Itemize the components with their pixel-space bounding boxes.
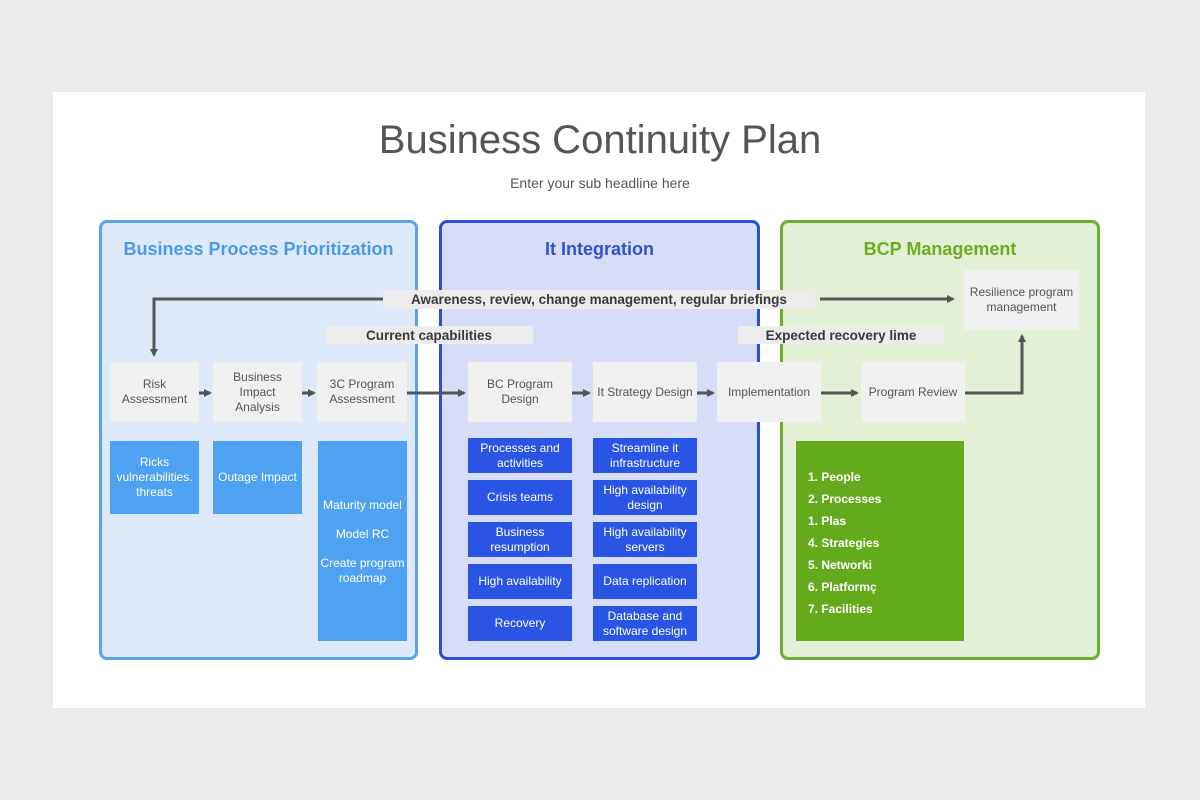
bc-item: Recovery — [468, 606, 572, 641]
page-subtitle: Enter your sub headline here — [510, 175, 690, 191]
step-3c-program-assessment: 3C Program Assessment — [317, 362, 407, 422]
maturity-box: Maturity model Model RC Create program r… — [318, 441, 407, 641]
bc-item: High availability — [468, 564, 572, 599]
arrow-to-risk — [150, 297, 383, 357]
risk-details-box: Ricks vulnerabilities. threats — [110, 441, 199, 514]
step-business-impact-analysis: Business Impact Analysis — [213, 362, 302, 422]
bcp-list: 1. People 2. Processes 1. Plas 4. Strate… — [808, 471, 964, 625]
bc-item: Processes and activities — [468, 438, 572, 473]
step-bc-program-design: BC Program Design — [468, 362, 572, 422]
bcp-list-item: 1. People — [808, 470, 861, 484]
bcp-list-box: 1. People 2. Processes 1. Plas 4. Strate… — [796, 441, 964, 641]
maturity-item: Create program roadmap — [320, 556, 405, 585]
maturity-item: Maturity model — [323, 498, 402, 512]
step-program-review: Program Review — [861, 362, 965, 422]
awareness-label: Awareness, review, change management, re… — [383, 290, 815, 309]
it-item: Streamline it infrastructure — [593, 438, 697, 473]
arrow-review-resilience — [965, 334, 1026, 395]
it-item: High availability design — [593, 480, 697, 515]
bc-item: Crisis teams — [468, 480, 572, 515]
page-title: Business Continuity Plan — [378, 118, 822, 162]
step-it-strategy-design: It Strategy Design — [593, 362, 697, 422]
step-implementation: Implementation — [717, 362, 821, 422]
step-resilience-management: Resilience program management — [964, 270, 1079, 330]
panel-title-business-process: Business Process Prioritization — [123, 239, 394, 259]
it-item: Database and software design — [593, 606, 697, 641]
bcp-list-item: 6. Platformç — [808, 580, 877, 594]
it-item: Data replication — [593, 564, 697, 599]
current-capabilities-label: Current capabilities — [325, 326, 533, 344]
bcp-list-item: 5. Networki — [808, 558, 873, 572]
it-item: High availability servers — [593, 522, 697, 557]
expected-recovery-label: Expected recovery lime — [738, 326, 944, 344]
outage-impact-box: Outage Impact — [213, 441, 302, 514]
bcp-list-item: 1. Plas — [808, 514, 847, 528]
panel-title-bcp-management: BCP Management — [863, 239, 1017, 259]
panel-title-it-integration: It Integration — [545, 239, 654, 259]
bcp-list-item: 7. Facilities — [808, 602, 873, 616]
bcp-list-item: 4. Strategies — [808, 536, 880, 550]
bcp-list-item: 2. Processes — [808, 492, 882, 506]
maturity-item: Model RC — [335, 527, 390, 541]
bc-item: Business resumption — [468, 522, 572, 557]
step-risk-assessment: Risk Assessment — [110, 362, 199, 422]
